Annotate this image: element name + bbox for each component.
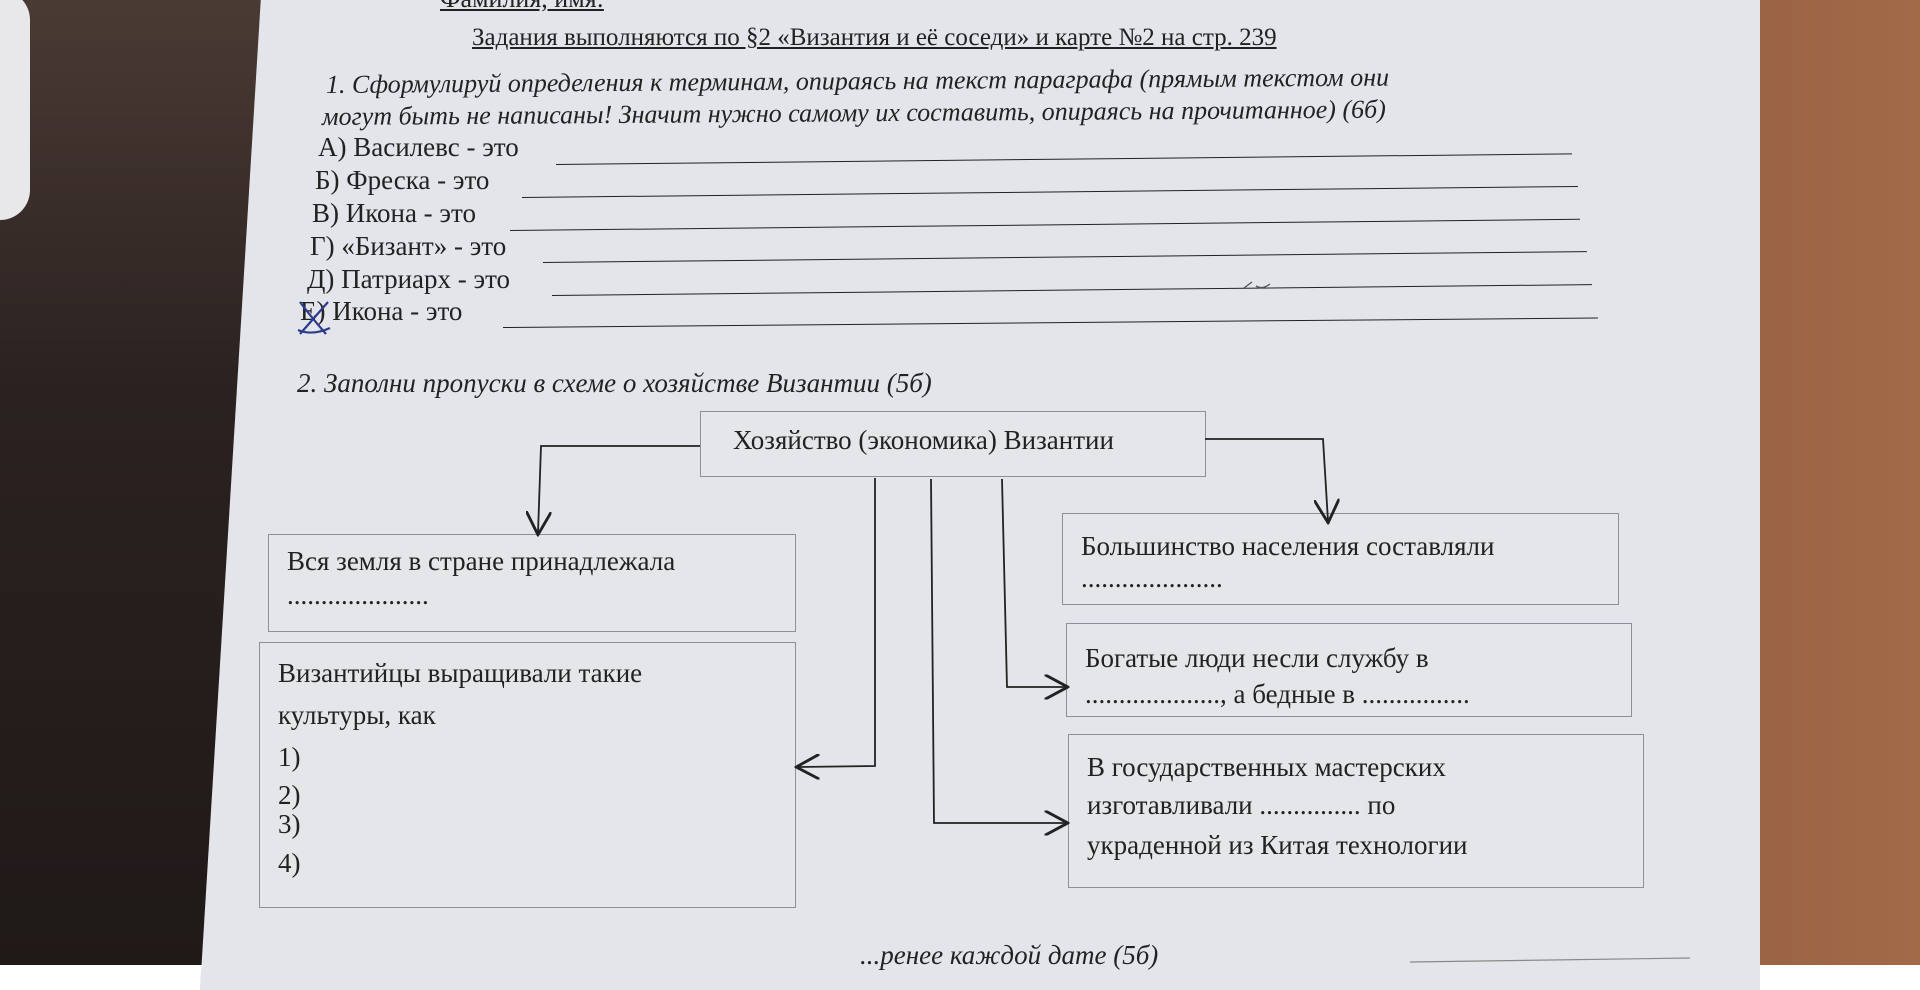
next-task-rule <box>1409 957 1691 963</box>
scheme-connectors <box>0 438 1691 963</box>
land-blank[interactable]: ..................... <box>287 580 429 610</box>
term-ikona-2: Е) Икона - это <box>300 296 463 326</box>
service-box: Богатые люди несли службу в ............… <box>1066 623 1632 717</box>
workshops-box: В государственных мастерских изготавлива… <box>1068 734 1644 888</box>
workshops-line1: В государственных мастерских <box>1087 752 1446 782</box>
workshops-line3: украденной из Китая технологии <box>1087 830 1468 860</box>
population-line1: Большинство населения составляли <box>1081 531 1495 561</box>
name-field-cut: Фамилия, имя: <box>440 0 604 14</box>
arrow-to-population <box>1205 438 1328 521</box>
crops-line1: Византийцы выращивали такие <box>278 658 643 688</box>
handwritten-marks <box>297 281 1271 335</box>
land-line1: Вся земля в стране принадлежала <box>287 546 676 576</box>
crops-box: Византийцы выращивали такие культуры, ка… <box>259 642 796 908</box>
term-ikona: В) Икона - это <box>312 198 476 228</box>
workshops-line2[interactable]: изготавливали ............... по <box>1087 790 1396 820</box>
service-line2[interactable]: ...................., а бедные в .......… <box>1085 679 1470 709</box>
task3-prompt-cut: ...ренее каждой дате (5б) <box>860 940 1159 970</box>
crops-item-4[interactable]: 4) <box>278 848 301 878</box>
population-blank[interactable]: ..................... <box>1081 563 1223 593</box>
cross-out-mark <box>297 301 331 335</box>
term-vasilevs: А) Василевс - это <box>318 132 519 162</box>
arrow-to-crops <box>798 478 876 767</box>
arrow-to-service <box>1001 478 1066 687</box>
task2-prompt: 2. Заполни пропуски в схеме о хозяйстве … <box>297 368 932 398</box>
arrow-to-land <box>538 445 700 533</box>
economy-center-box: Хозяйство (экономика) Византии <box>700 411 1206 477</box>
crops-item-3[interactable]: 3) <box>278 809 301 839</box>
crops-line2: культуры, как <box>278 700 436 730</box>
crops-item-2[interactable]: 2) <box>278 780 301 810</box>
term-freska: Б) Фреска - это <box>315 165 490 195</box>
land-box: Вся земля в стране принадлежала ........… <box>268 534 796 632</box>
worksheet-paper <box>200 0 1760 990</box>
term-bizant: Г) «Бизант» - это <box>310 231 507 261</box>
term-patriarh: Д) Патриарх - это <box>307 264 511 294</box>
worksheet-title: Задания выполняются по §2 «Византия и её… <box>472 24 1277 51</box>
pencil-tick-mark <box>1243 281 1271 289</box>
population-box: Большинство населения составляли .......… <box>1062 513 1619 605</box>
economy-center-text: Хозяйство (экономика) Византии <box>733 425 1114 455</box>
worksheet-content: Фамилия, имя: Задания выполняются по §2 … <box>0 0 1691 970</box>
arrow-to-workshops <box>930 478 1066 823</box>
white-object-edge <box>0 0 30 220</box>
service-line1: Богатые люди несли службу в <box>1085 643 1429 673</box>
crops-item-1[interactable]: 1) <box>278 742 301 772</box>
